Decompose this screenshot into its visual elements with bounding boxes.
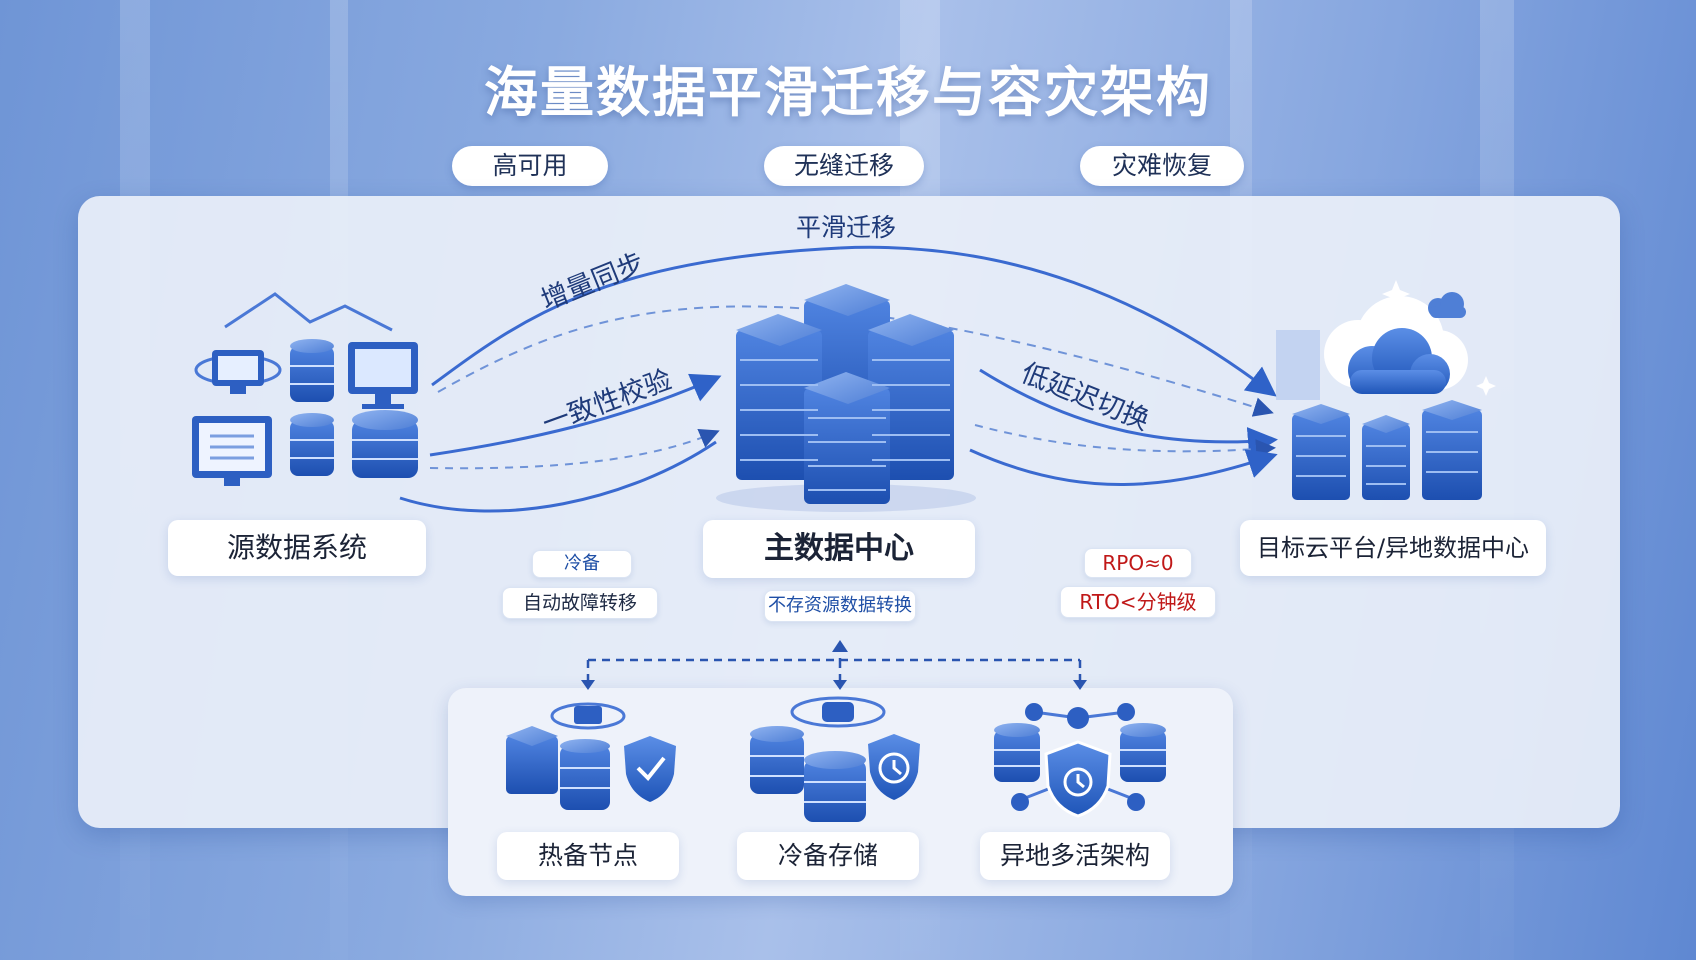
flow-arrow: [399, 440, 717, 513]
source-system-icons: [192, 292, 418, 486]
flow-arrow: [969, 448, 1278, 486]
hot-standby-icon: [506, 702, 676, 810]
flow-arrow: [429, 373, 722, 457]
large-database-icon: [352, 410, 418, 478]
resource-conversion-tag: 不存资源数据转换: [764, 590, 916, 622]
network-computer-icon: [194, 350, 282, 394]
network-node-icon: [1127, 793, 1145, 811]
flow-label-incremental-sync: 增量同步: [537, 248, 649, 317]
multi-active-label: 异地多活架构: [980, 832, 1170, 880]
cloud-icon: [1324, 296, 1468, 394]
target-cloud-platform-icon: [1276, 280, 1496, 500]
cold-storage-label: 冷备存储: [737, 832, 919, 880]
network-node-icon: [1025, 703, 1043, 721]
network-node-icon: [1067, 707, 1089, 729]
target-cloud-label: 目标云平台/异地数据中心: [1240, 520, 1546, 576]
sparkle-icon: [1382, 280, 1496, 396]
cold-standby-tag: 冷备: [532, 550, 632, 578]
multi-active-icon: [994, 703, 1166, 818]
flow-arrow: [979, 368, 1278, 457]
connector-arrowheads: [581, 640, 1087, 690]
database-icon: [290, 413, 334, 476]
pill-high-availability: 高可用: [452, 146, 608, 186]
server-rack-icon: [804, 372, 890, 504]
shield-clock-icon: [868, 734, 920, 800]
server-rack-icon: [736, 314, 822, 480]
flow-arrow-dashed: [437, 305, 1274, 417]
rto-tag: RTO<分钟级: [1060, 586, 1216, 618]
shield-check-icon: [624, 736, 676, 802]
mountain-line-icon: [224, 292, 393, 332]
server-rack-icon: [1422, 400, 1482, 500]
primary-data-center-label: 主数据中心: [703, 520, 975, 578]
auto-failover-tag: 自动故障转移: [502, 587, 658, 619]
source-system-label: 源数据系统: [168, 520, 426, 576]
server-rack-icon: [1292, 404, 1350, 500]
server-slot-lines: [740, 359, 950, 491]
network-node-icon: [1117, 703, 1135, 721]
network-node-icon: [1011, 793, 1029, 811]
document-monitor-icon: [192, 416, 272, 486]
monitor-icon: [348, 342, 418, 409]
flow-arrow-dashed: [429, 429, 720, 470]
pill-disaster-recovery: 灾难恢复: [1080, 146, 1244, 186]
flow-arrow-dashed: [974, 424, 1276, 460]
database-icon: [290, 339, 334, 402]
flow-label-low-latency-switch: 低延迟切换: [1017, 357, 1154, 436]
flow-arrow: [431, 246, 841, 387]
shield-clock-icon: [1044, 740, 1112, 818]
flow-arrow: [839, 245, 1277, 397]
small-cloud-icon: [1428, 292, 1466, 318]
page-title: 海量数据平滑迁移与容灾架构: [484, 61, 1212, 124]
flow-arrows: [399, 245, 1278, 513]
flow-label-smooth-migration: 平滑迁移: [796, 213, 896, 242]
cold-storage-icon: [750, 696, 920, 822]
hot-standby-label: 热备节点: [497, 832, 679, 880]
server-rack-icon: [1362, 415, 1410, 500]
rpo-tag: RPO≈0: [1084, 548, 1192, 578]
primary-server-cluster-icon: [716, 284, 976, 512]
pill-seamless-migration: 无缝迁移: [764, 146, 924, 186]
